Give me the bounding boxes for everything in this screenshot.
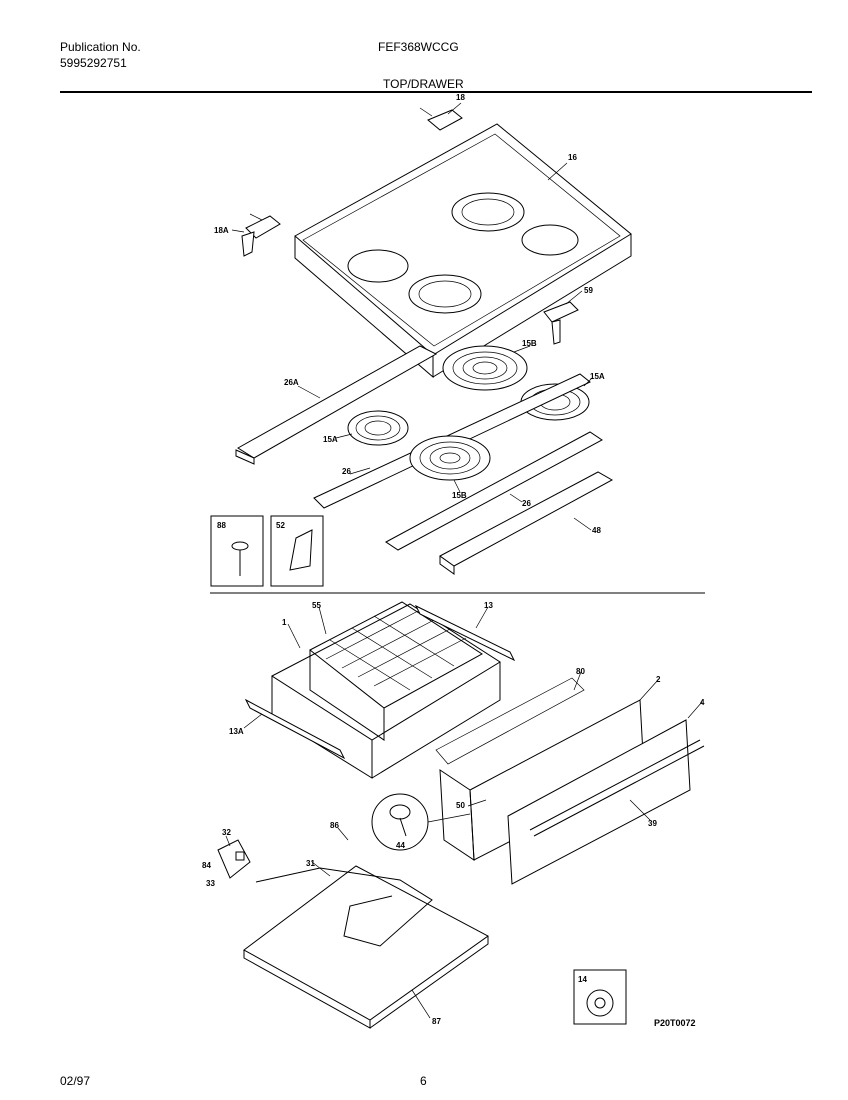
header-rule: [60, 91, 812, 93]
callout-88: 88: [217, 521, 226, 530]
callout-50: 50: [456, 801, 465, 810]
callout-15b-bottom: 15B: [452, 491, 467, 500]
callout-26a: 26A: [284, 378, 299, 387]
callout-52: 52: [276, 521, 285, 530]
callout-80: 80: [576, 667, 585, 676]
callout-15a-right: 15A: [590, 372, 605, 381]
callout-15b-top: 15B: [522, 339, 537, 348]
callout-48: 48: [592, 526, 601, 535]
callout-26-left: 26: [342, 467, 351, 476]
callout-86: 86: [330, 821, 339, 830]
callout-87: 87: [432, 1017, 441, 1026]
detail-box-14: [573, 969, 627, 1025]
callout-31: 31: [306, 859, 315, 868]
surface-elements: [235, 345, 614, 575]
callout-84: 84: [202, 861, 211, 870]
publication-number: 5995292751: [60, 56, 127, 70]
callout-13: 13: [484, 601, 493, 610]
page-number: 6: [420, 1074, 427, 1088]
callout-labels: 18 16 18A 59 15B 15A 26A 15A 26 15B 26 4…: [202, 93, 705, 1026]
footer-date: 02/97: [60, 1074, 91, 1088]
callout-2: 2: [656, 675, 661, 684]
callout-4: 4: [700, 698, 705, 707]
callout-55: 55: [312, 601, 321, 610]
model-number: FEF368WCCG: [378, 40, 459, 54]
cooktop-assembly: [241, 107, 632, 379]
drawer-assembly: [217, 601, 705, 1029]
callout-59: 59: [584, 286, 593, 295]
callout-32: 32: [222, 828, 231, 837]
diagram-code: P20T0072: [654, 1018, 696, 1028]
section-title: TOP/DRAWER: [383, 77, 464, 91]
callout-13a: 13A: [229, 727, 244, 736]
callout-16: 16: [568, 153, 577, 162]
callout-15a-left: 15A: [323, 435, 338, 444]
detail-box-88: [210, 515, 264, 587]
callout-44: 44: [396, 841, 405, 850]
leader-lines: [225, 102, 703, 1019]
callout-26-right: 26: [522, 499, 531, 508]
callout-14: 14: [578, 975, 587, 984]
callout-18: 18: [456, 93, 465, 102]
callout-39: 39: [648, 819, 657, 828]
callout-1: 1: [282, 618, 287, 627]
detail-box-52: [270, 515, 324, 587]
callout-18a: 18A: [214, 226, 229, 235]
callout-33: 33: [206, 879, 215, 888]
publication-label: Publication No.: [60, 40, 141, 54]
